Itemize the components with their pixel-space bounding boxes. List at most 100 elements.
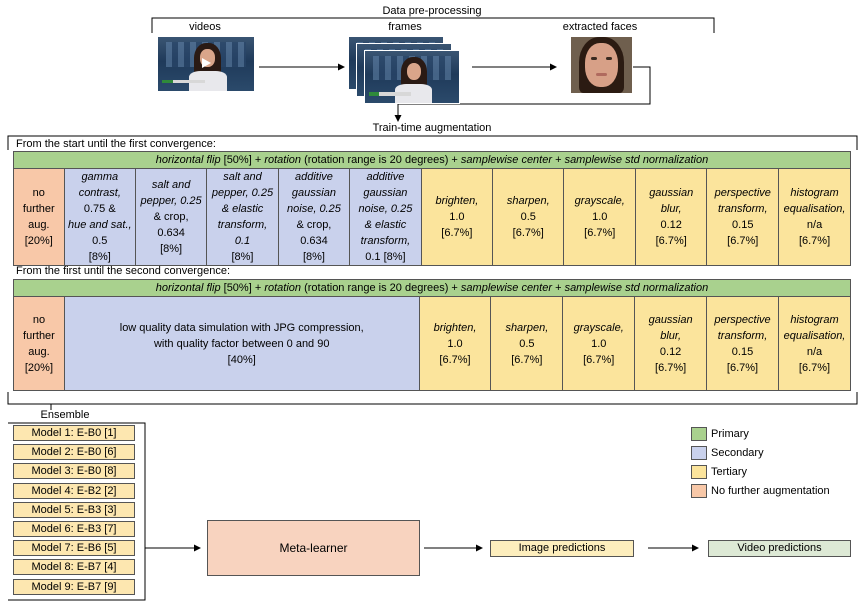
image-predictions-box: Image predictions xyxy=(490,540,634,557)
frame-thumbnail-front xyxy=(364,50,460,104)
gamma-contrast-cell-line: [8%] xyxy=(88,251,111,263)
histogram-cell-line: [6.7%] xyxy=(798,361,831,374)
model-box: Model 1: E-B0 [1] xyxy=(13,425,135,441)
augmentation-bracket xyxy=(7,135,858,410)
sharpen-cell-line: sharpen, xyxy=(505,321,549,334)
gamma-contrast-cell-line: contrast, xyxy=(78,187,121,199)
legend-swatch xyxy=(691,465,707,479)
legend-swatch xyxy=(691,427,707,441)
noise-crop-cell-line: & crop, xyxy=(296,219,332,231)
videos-label: videos xyxy=(189,21,221,33)
noise-crop-cell-line: [8%] xyxy=(302,251,325,263)
no-further-aug-cell-line: [20%] xyxy=(24,361,54,374)
no-further-aug-cell-line: no xyxy=(32,187,45,199)
perspective-cell-line: [6.7%] xyxy=(726,361,759,374)
video-predictions-box: Video predictions xyxy=(708,540,851,557)
grayscale-cell-line: grayscale, xyxy=(573,321,624,334)
frames-label: frames xyxy=(388,21,422,33)
noise-elastic-cell-line: noise, 0.25 xyxy=(358,203,413,215)
legend-label: No further augmentation xyxy=(711,485,830,497)
stage2-table: horizontal flip [50%] + rotation (rotati… xyxy=(13,279,852,391)
stage1-table: horizontal flip [50%] + rotation (rotati… xyxy=(13,151,851,266)
no-further-aug-cell-line: further xyxy=(22,203,55,215)
jpg-compression-cell-line: with quality factor between 0 and 90 xyxy=(153,337,330,350)
video-thumbnail xyxy=(158,37,254,91)
model-box: Model 6: E-B3 [7] xyxy=(13,521,135,537)
no-further-aug-cell-line: no xyxy=(32,313,46,326)
no-further-aug-cell-line: further xyxy=(23,329,55,342)
brighten-cell-line: brighten, xyxy=(433,321,477,334)
legend-label: Tertiary xyxy=(711,466,748,478)
legend-label: Primary xyxy=(711,428,749,440)
gamma-contrast-cell-line: hue and sat., xyxy=(67,219,132,231)
gaussian-blur-cell-line: [6.7%] xyxy=(655,235,687,247)
grayscale-cell: grayscale,1.0[6.7%] xyxy=(563,168,637,266)
perspective-cell-line: perspective xyxy=(714,313,771,326)
histogram-cell-line: histogram xyxy=(790,313,839,326)
perspective-cell-line: 0.15 xyxy=(732,219,754,231)
salt-pepper-elastic-cell-line: & elastic xyxy=(221,203,264,215)
salt-pepper-elastic-cell-line: [8%] xyxy=(231,251,254,263)
histogram-cell-line: n/a xyxy=(806,219,823,231)
model-box: Model 3: E-B0 [8] xyxy=(13,463,135,480)
gaussian-blur-cell-line: gaussian xyxy=(649,187,694,199)
ensemble-title: Ensemble xyxy=(40,409,90,421)
meta-learner-box: Meta-learner xyxy=(207,520,420,576)
sharpen-cell-line: 0.5 xyxy=(519,337,535,350)
noise-elastic-cell-line: & elastic xyxy=(364,219,407,231)
brighten-cell-line: 1.0 xyxy=(447,337,463,350)
play-icon xyxy=(202,58,211,68)
brighten-cell-line: [6.7%] xyxy=(441,227,473,239)
histogram-cell-line: n/a xyxy=(806,345,823,358)
gaussian-blur-cell-line: blur, xyxy=(660,329,681,342)
sharpen-cell-line: [6.7%] xyxy=(512,227,544,239)
salt-pepper-crop-cell-line: pepper, 0.25 xyxy=(140,195,202,207)
histogram-cell-line: equalisation, xyxy=(783,329,846,342)
grayscale-cell: grayscale,1.0[6.7%] xyxy=(562,296,636,391)
model-box: Model 2: E-B0 [6] xyxy=(13,444,135,461)
gamma-contrast-cell-line: gamma xyxy=(81,171,119,183)
noise-elastic-cell: additive gaussian noise, 0.25 & elastic tran… xyxy=(349,168,422,266)
jpg-compression-cell-line: [40%] xyxy=(227,353,256,366)
extracted-face-image xyxy=(571,37,632,93)
preprocessing-title: Data pre-processing xyxy=(382,5,482,17)
noise-crop-cell-line: additive xyxy=(294,171,333,183)
brighten-cell-line: [6.7%] xyxy=(439,353,471,366)
stage2-heading: From the first until the second converge… xyxy=(16,265,230,277)
gaussian-blur-cell-line: [6.7%] xyxy=(655,361,687,374)
sharpen-cell-line: 0.5 xyxy=(520,211,536,223)
gaussian-blur-cell-line: blur, xyxy=(660,203,682,215)
model-box: Model 9: E-B7 [9] xyxy=(13,578,135,595)
grayscale-cell-line: 1.0 xyxy=(592,211,608,223)
noise-elastic-cell-line: gaussian xyxy=(363,187,408,199)
legend-label: Secondary xyxy=(711,447,764,459)
noise-elastic-cell-line: transform, xyxy=(360,235,411,247)
histogram-cell: histogram equalisation, n/a [6.7%] xyxy=(777,296,852,391)
jpg-compression-cell-line: low quality data simulation with JPG com… xyxy=(119,321,364,334)
perspective-cell-line: 0.15 xyxy=(731,345,754,358)
extracted-faces-label: extracted faces xyxy=(562,21,638,33)
gaussian-blur-cell: gaussian blur, 0.12 [6.7%] xyxy=(635,168,708,266)
salt-pepper-crop-cell-line: salt and xyxy=(151,179,191,191)
model-box: Model 5: E-B3 [3] xyxy=(13,501,135,518)
noise-elastic-cell-line: additive xyxy=(366,171,405,183)
salt-pepper-elastic-cell-line: salt and xyxy=(223,171,262,183)
brighten-cell-line: brighten, xyxy=(435,195,479,207)
legend-swatch xyxy=(691,484,707,498)
perspective-cell-line: transform, xyxy=(718,203,768,215)
salt-pepper-elastic-cell-line: pepper, 0.25 xyxy=(211,187,274,199)
noise-elastic-cell-line: 0.1 [8%] xyxy=(365,251,406,263)
gaussian-blur-cell-line: 0.12 xyxy=(660,219,682,231)
grayscale-cell-line: [6.7%] xyxy=(583,353,615,366)
noise-crop-cell-line: noise, 0.25 xyxy=(287,203,341,215)
noise-crop-cell-line: gaussian xyxy=(291,187,336,199)
model-box: Model 8: E-B7 [4] xyxy=(13,559,135,576)
